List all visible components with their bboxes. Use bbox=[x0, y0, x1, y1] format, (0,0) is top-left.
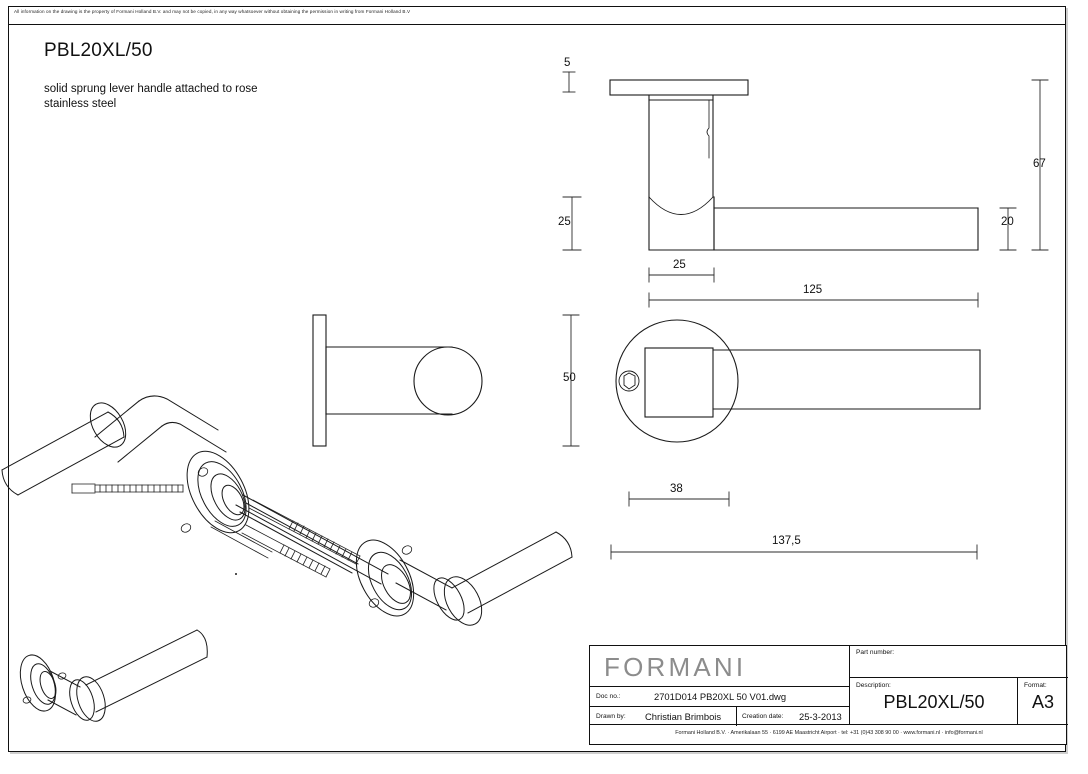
plan-view bbox=[615, 319, 981, 443]
drawn-by-value: Christian Brimbois bbox=[645, 711, 722, 722]
drawn-by-cell-divider bbox=[736, 707, 738, 726]
page-description: solid sprung lever handle attached to ro… bbox=[44, 82, 258, 112]
copyright-notice: All information on the drawing is the pr… bbox=[14, 9, 411, 14]
copyright-divider bbox=[8, 24, 1066, 25]
dimension-projection: 38 bbox=[670, 483, 683, 495]
side-elevation-dimensions bbox=[562, 314, 580, 447]
plan-view-dimensions bbox=[610, 491, 978, 560]
front-elevation-view bbox=[609, 79, 979, 251]
part-number-label: Part number: bbox=[856, 649, 895, 656]
format-label: Format: bbox=[1024, 682, 1047, 689]
dimension-rose-diameter: 50 bbox=[563, 372, 576, 384]
title-block-left-column: FORMANI Doc no.: 2701D014 PB20XL 50 V01.… bbox=[590, 646, 850, 726]
description-label: Description: bbox=[856, 682, 891, 689]
format-value: A3 bbox=[1031, 692, 1055, 712]
description-value: PBL20XL/50 bbox=[883, 692, 985, 712]
isometric-single-lever bbox=[19, 629, 208, 722]
dimension-rose-thickness: 5 bbox=[564, 57, 571, 69]
dimension-neck-height: 25 bbox=[558, 216, 571, 228]
format-cell: Format: A3 bbox=[1018, 678, 1068, 725]
dimension-overall-length: 137,5 bbox=[772, 535, 801, 547]
company-contact-line: Formani Holland B.V. · Amerikalaan 55 · … bbox=[675, 730, 983, 736]
dimension-neck-width: 25 bbox=[673, 259, 686, 271]
description-line-1: solid sprung lever handle attached to ro… bbox=[44, 83, 258, 95]
sheet-border-shadow-right bbox=[1066, 8, 1068, 754]
creation-date-label: Creation date: bbox=[742, 713, 784, 720]
part-number-cell: Part number: bbox=[850, 646, 1068, 678]
page-title: PBL20XL/50 bbox=[44, 40, 153, 61]
doc-no-row: Doc no.: 2701D014 PB20XL 50 V01.dwg bbox=[590, 686, 850, 706]
sheet-border bbox=[8, 6, 1066, 752]
dimension-lever-length: 125 bbox=[803, 284, 823, 296]
description-cell: Description: PBL20XL/50 bbox=[850, 678, 1018, 725]
dimension-lever-diameter: 20 bbox=[1001, 216, 1014, 228]
drawn-by-label: Drawn by: bbox=[596, 713, 626, 720]
sheet-border-shadow-bottom bbox=[10, 752, 1068, 754]
doc-no-label: Doc no.: bbox=[596, 693, 621, 700]
creation-date-value: 25-3-2013 bbox=[799, 711, 842, 722]
formani-logo: FORMANI bbox=[604, 652, 747, 682]
front-elevation-dimensions bbox=[562, 71, 1049, 308]
isometric-exploded-assembly bbox=[1, 395, 573, 626]
title-block: FORMANI Doc no.: 2701D014 PB20XL 50 V01.… bbox=[589, 645, 1068, 745]
dimension-total-height: 67 bbox=[1033, 158, 1046, 170]
side-elevation-view bbox=[312, 314, 483, 447]
doc-no-value: 2701D014 PB20XL 50 V01.dwg bbox=[654, 691, 787, 702]
drawn-by-row: Drawn by: Christian Brimbois Creation da… bbox=[590, 706, 850, 726]
description-line-2: stainless steel bbox=[44, 98, 117, 110]
title-block-footer: Formani Holland B.V. · Amerikalaan 55 · … bbox=[590, 725, 1068, 744]
